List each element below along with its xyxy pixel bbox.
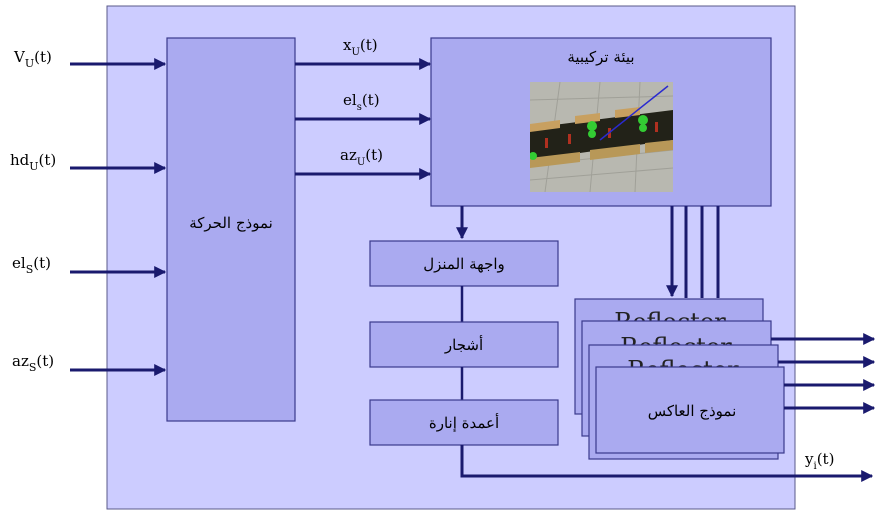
reflector-stack: Reflector Reflector Reflector نموذج العا… [574, 298, 785, 460]
scene-label-trees: أشجار [444, 335, 483, 354]
reflector-card-1-label: Reflector [614, 308, 726, 336]
reflector-card-3-label: Reflector [627, 356, 739, 384]
scene-box-trees [369, 321, 559, 368]
signal-label-az: azU(t) [340, 146, 383, 168]
reflector-card-2-label: Reflector [620, 333, 732, 361]
input-label-az: azS(t) [12, 352, 54, 374]
input-label-v: VU(t) [13, 48, 52, 70]
input-label-hd: hdU(t) [10, 151, 56, 173]
signal-label-x: xU(t) [343, 36, 378, 58]
scene-label-poles: أعمدة إنارة [429, 413, 499, 432]
scene-box-poles [369, 399, 559, 446]
motion-model-box [166, 37, 296, 422]
input-label-el: elS(t) [12, 254, 51, 276]
output-label: yi(t) [804, 450, 834, 472]
reflector-front-label: نموذج العاكس [648, 402, 737, 420]
scene-box-house [369, 240, 559, 287]
motion-model-label: نموذج الحركة [189, 214, 273, 232]
signal-label-el: els(t) [343, 91, 380, 113]
environment-thumbnail [530, 82, 673, 192]
environment-title: بيئة تركيبية [567, 48, 634, 66]
output-arrow [460, 445, 874, 482]
scene-label-house: واجهة المنزل [423, 255, 505, 273]
reflector-card-front [595, 366, 785, 454]
